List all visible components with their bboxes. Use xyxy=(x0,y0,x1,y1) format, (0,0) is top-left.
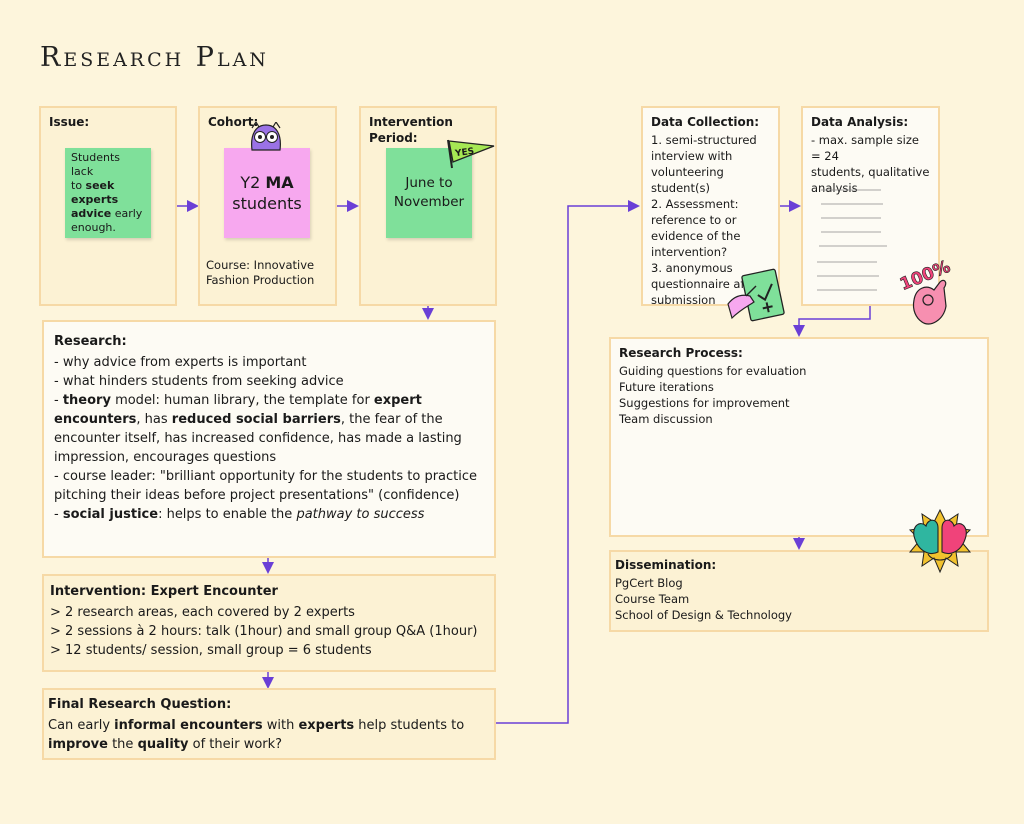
cohort-heading: Cohort: xyxy=(208,115,259,129)
research-process-heading: Research Process: xyxy=(619,346,743,360)
course-name: Fashion Production xyxy=(206,273,315,287)
research-box: Research: - why advice from experts is i… xyxy=(42,320,496,558)
issue-heading: Issue: xyxy=(49,115,90,129)
yes-flag-label: YES xyxy=(454,147,475,160)
yes-flag-icon: YES xyxy=(447,139,495,169)
intervention-box: Intervention: Expert Encounter > 2 resea… xyxy=(42,574,496,672)
research-process-box: Research Process: Guiding questions for … xyxy=(609,337,989,537)
hand-100-icon: 100% xyxy=(897,257,954,325)
research-heading: Research: xyxy=(54,334,127,349)
arrow-analysis-process xyxy=(793,306,871,337)
dissemination-heading: Dissemination: xyxy=(615,558,717,572)
hands-burst-icon xyxy=(908,508,972,574)
data-collection-heading: Data Collection: xyxy=(651,115,760,129)
intervention-heading: Intervention: Expert Encounter xyxy=(50,584,278,599)
owl-mascot-icon xyxy=(251,122,281,151)
analysis-notes-lines xyxy=(817,189,887,291)
course-label: Course: Innovative xyxy=(206,258,315,272)
intervention-period-heading: Intervention Period: xyxy=(369,115,453,145)
intervention-period-sticky-note: June to November xyxy=(386,148,472,238)
issue-sticky-note: Students lack to seek experts advice ear… xyxy=(65,148,151,238)
final-question-heading: Final Research Question: xyxy=(48,697,232,712)
cohort-sticky-note: Y2 MA students xyxy=(224,148,310,238)
data-analysis-box: Data Analysis: - max. sample size = 24 s… xyxy=(801,106,940,306)
arrow-question-collection xyxy=(496,200,640,724)
data-analysis-heading: Data Analysis: xyxy=(811,115,909,129)
final-question-box: Final Research Question: Can early infor… xyxy=(42,688,496,760)
checklist-hand-icon xyxy=(727,268,785,322)
page-title: Research Plan xyxy=(40,42,269,73)
